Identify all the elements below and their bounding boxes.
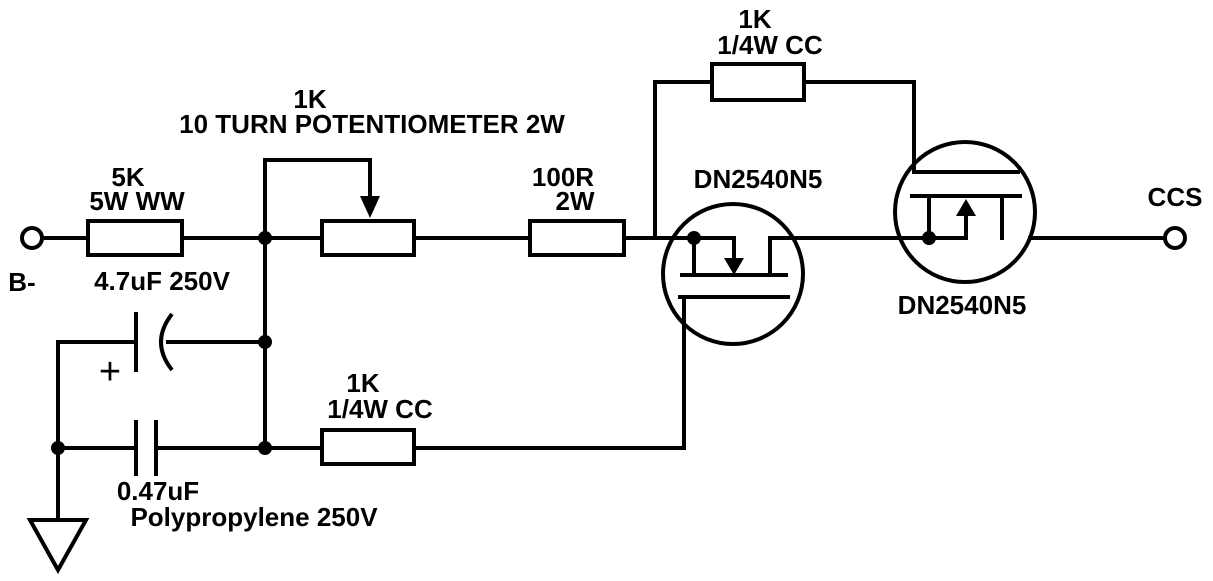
c1-polarity-label: + [99,351,121,393]
pot-wiper-arrow [360,196,380,218]
resistor-1k-top [710,62,806,102]
junction-dots [51,231,936,455]
output-terminal-label: CCS [1148,182,1203,212]
capacitor-0-47uf [134,420,158,476]
r1-spec-label: 5W WW [89,186,185,216]
c1-value-label: 4.7uF 250V [94,266,231,296]
r1-value-label: 5K [111,162,144,192]
r2-value-label: 100R [532,162,594,192]
resistor-5k [86,219,184,257]
r2-spec-label: 2W [556,186,595,216]
mosfet-q2 [893,140,1037,284]
pot-value-label: 1K [293,84,326,114]
q2-part-label: DN2540N5 [898,290,1027,320]
wires [40,80,1165,522]
r4-spec-label: 1/4W CC [327,394,433,424]
c2-value-label: 0.47uF [117,476,199,506]
r4-value-label: 1K [346,368,379,398]
q1-part-label: DN2540N5 [694,164,823,194]
potentiometer-1k [320,219,416,257]
r3-value-label: 1K [738,4,771,34]
resistor-1k-bottom [320,428,416,466]
output-terminal [1163,226,1187,250]
input-terminal-label: B- [8,267,35,297]
ground-icon [26,518,90,575]
r3-spec-label: 1/4W CC [717,30,823,60]
pot-spec-label: 10 TURN POTENTIOMETER 2W [179,109,565,139]
mosfet-q1 [661,202,805,346]
input-terminal [20,226,44,250]
capacitor-4-7uf [134,312,174,372]
c2-spec-label: Polypropylene 250V [130,502,378,532]
resistor-100r [528,219,626,257]
